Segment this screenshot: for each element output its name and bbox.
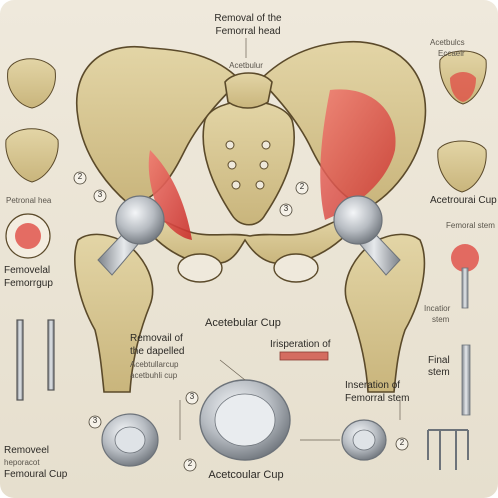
obturator-foramina	[177, 253, 319, 283]
thumb-pelvis-mid-right	[437, 140, 487, 193]
left-implant	[97, 195, 165, 276]
femoral-cup-label-2: Femorrgup	[4, 278, 53, 289]
stem-thumb-right	[451, 244, 479, 309]
removal-damaged-label-2: the dapelled	[130, 346, 185, 357]
sacral-foramina	[225, 140, 271, 190]
removal-prep-label-3: Femoural Cup	[4, 469, 68, 480]
step-number: 2	[299, 182, 305, 191]
inaction-stem-label-2: stem	[432, 315, 450, 324]
femoral-head-cross-section	[15, 223, 41, 249]
insertion-label-1: Inseration of	[345, 380, 401, 391]
step-number: 3	[189, 392, 195, 401]
removal-damaged-label-1: Removail of	[130, 333, 183, 344]
femoral-stem-small-label: Femoral stem	[446, 221, 495, 230]
inaction-stem-label-1: Incatior	[424, 304, 451, 313]
femoral-cup-label-1: Femovelal	[4, 265, 51, 276]
thumb-muscle-top-right	[450, 72, 476, 102]
removal-damaged-label-3: Acebtullarcup	[130, 360, 179, 369]
top-right-label-1: Acetbulcs	[430, 38, 465, 47]
final-stem-label-1: Final	[428, 355, 450, 366]
cup-right	[341, 419, 387, 461]
final-stem-label-2: stem	[428, 367, 450, 378]
left-instruments	[16, 319, 55, 401]
right-muscle	[320, 89, 396, 221]
acetabulum-label: Acetbulur	[229, 61, 263, 70]
step-number: 2	[399, 438, 405, 447]
removal-damaged-label-4: acetbuhli cup	[130, 371, 178, 380]
title-line-2: Femorral head	[215, 26, 281, 37]
removal-prep-label-1: Removeel	[4, 445, 50, 456]
title-line-1: Removal of the	[214, 13, 282, 24]
insertion-label-2: Femorral stem	[345, 393, 410, 404]
thumb-pelvis-mid-left	[5, 128, 59, 183]
bottom-acetabular-cup-label: Acetcoular Cup	[208, 469, 284, 481]
inspiration-label: Irisperation of	[270, 339, 331, 350]
thumb-pelvis-top-left	[7, 58, 56, 109]
femoral-head-label: Petronal hea	[6, 196, 52, 205]
step-number: 2	[187, 459, 193, 468]
step-number: 3	[283, 204, 289, 213]
top-right-label-2: Eccaelr	[438, 49, 465, 58]
vertebra	[224, 72, 273, 109]
final-stem-instrument	[461, 344, 471, 416]
step-number: 2	[77, 172, 83, 181]
inspiration-tool	[279, 351, 329, 361]
cup-left	[101, 413, 159, 467]
acetabular-cup-mid-label: Acetebular Cup	[205, 317, 281, 329]
step-number: 3	[92, 416, 98, 425]
acetabular-cup-right-label: Acetrourai Cup	[430, 195, 497, 206]
right-implant	[333, 195, 401, 276]
retractor-tool	[427, 429, 469, 470]
leader-lines	[179, 38, 401, 441]
step-number: 3	[97, 190, 103, 199]
step-circles	[73, 171, 409, 472]
cup-center	[199, 379, 291, 461]
left-muscle	[148, 150, 192, 240]
removal-prep-label-2: heporacot	[4, 458, 40, 467]
